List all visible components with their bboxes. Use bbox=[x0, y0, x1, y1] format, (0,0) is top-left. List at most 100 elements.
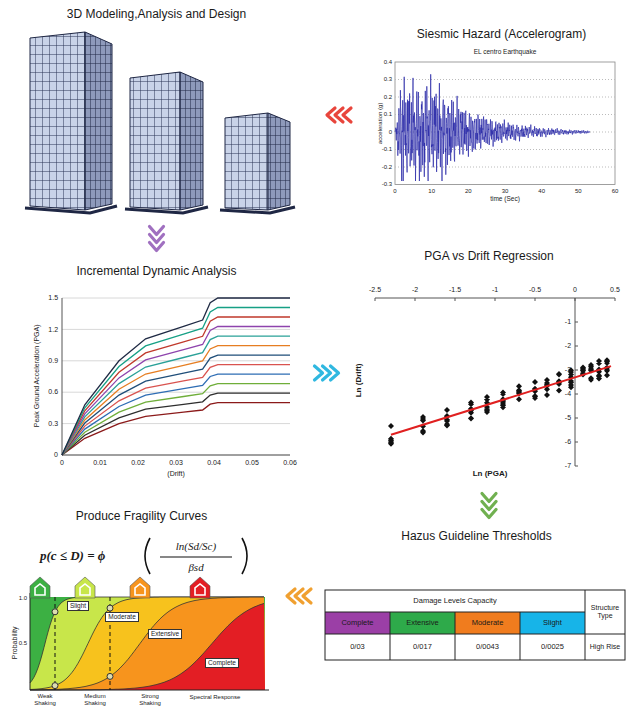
tick bbox=[575, 418, 578, 419]
chart-label: -1 bbox=[492, 286, 498, 294]
building-side bbox=[268, 113, 290, 210]
curve-point bbox=[107, 673, 113, 679]
chart-label: 0 bbox=[54, 451, 58, 459]
chevron-connector bbox=[327, 108, 351, 122]
chevron bbox=[482, 502, 496, 510]
tick bbox=[615, 298, 616, 301]
formula-parens bbox=[145, 538, 247, 574]
ida-curve bbox=[62, 308, 290, 456]
grid-line bbox=[395, 97, 615, 98]
threshold-table bbox=[325, 590, 625, 660]
chevron-connector bbox=[150, 227, 164, 251]
chart-label: -0.2 bbox=[382, 164, 392, 171]
chart-label: Strong Shaking bbox=[133, 693, 167, 706]
chart-label: 0.6 bbox=[48, 388, 58, 396]
chart-label: 0 bbox=[389, 129, 392, 136]
tick bbox=[455, 298, 456, 301]
regression-chart bbox=[375, 298, 615, 466]
building-base bbox=[25, 206, 295, 213]
chart-label: 0/0043 bbox=[476, 643, 499, 651]
building-front bbox=[30, 32, 85, 210]
chart-label: p(c ≤ D) = ϕ bbox=[40, 549, 105, 563]
chart-label: 0.2 bbox=[384, 94, 392, 101]
chart-label: 0.06 bbox=[283, 459, 297, 467]
chevron-connector bbox=[287, 589, 311, 603]
process-panel: Produce Fragility Curves bbox=[5, 507, 278, 710]
panel-title: 3D Modeling,Analysis and Design bbox=[5, 5, 308, 21]
tick bbox=[575, 442, 578, 443]
chart-label: 0 bbox=[393, 188, 396, 195]
grid-line bbox=[395, 114, 615, 115]
chart-label: Ln (PGA) bbox=[473, 470, 508, 479]
process-panel: 3D Modeling,Analysis and Design bbox=[5, 5, 308, 215]
axis-title: Probability bbox=[10, 627, 18, 660]
chevron bbox=[323, 366, 331, 380]
chart-label: -4 bbox=[565, 390, 571, 398]
chart-label: -1 bbox=[565, 318, 571, 326]
ida-curve bbox=[62, 317, 290, 455]
chart-label: Damage Levels Capacity bbox=[413, 597, 496, 605]
chevron bbox=[315, 366, 323, 380]
chevron bbox=[335, 108, 343, 122]
chart-label: Weak Shaking bbox=[28, 693, 62, 706]
ida-curve bbox=[62, 346, 290, 455]
axis-line bbox=[62, 298, 290, 455]
chevron bbox=[343, 108, 351, 122]
curve-point bbox=[107, 605, 113, 611]
tick bbox=[575, 346, 578, 347]
axis-line bbox=[30, 593, 269, 690]
chart-label: Medium Shaking bbox=[78, 693, 112, 706]
chart-label: 0.4 bbox=[384, 59, 392, 66]
grid-line bbox=[62, 423, 290, 424]
tick bbox=[375, 298, 376, 301]
chart-label: 0.02 bbox=[131, 459, 145, 467]
table-cell bbox=[325, 612, 390, 634]
chart-label: High Rise bbox=[586, 643, 624, 651]
fragility-curve bbox=[30, 597, 264, 690]
table-cell bbox=[520, 612, 585, 634]
plot-frame bbox=[395, 62, 615, 185]
chart-label: 0.3 bbox=[384, 76, 392, 83]
chart-label: -5 bbox=[565, 414, 571, 422]
chart-label: Spectral Response bbox=[190, 694, 241, 701]
chart-label: 0.01 bbox=[93, 459, 107, 467]
grid-line bbox=[62, 360, 290, 361]
tick bbox=[575, 394, 578, 395]
chart-label: 1.5 bbox=[48, 294, 58, 302]
chart-label: 1.0 bbox=[19, 595, 27, 602]
zone-fill bbox=[30, 597, 265, 690]
panel-title: Produce Fragility Curves bbox=[5, 507, 278, 523]
axis-title: acceleration (g) bbox=[378, 102, 385, 143]
chevron-connector bbox=[315, 366, 339, 380]
chevron bbox=[295, 589, 303, 603]
ida-chart bbox=[62, 298, 290, 455]
zone-fill bbox=[30, 597, 265, 690]
ida-curve bbox=[62, 298, 290, 455]
chevron bbox=[331, 366, 339, 380]
chart-label: (Drift) bbox=[167, 470, 185, 478]
tick bbox=[535, 298, 536, 301]
table-cell bbox=[390, 612, 455, 634]
fragility-chart bbox=[30, 577, 269, 690]
chart-label: 40 bbox=[538, 188, 545, 195]
chart-label: 30 bbox=[502, 188, 509, 195]
curve-label: Moderate bbox=[105, 612, 138, 621]
chart-label: -1.5 bbox=[449, 286, 461, 294]
chart-label: 0.5 bbox=[610, 286, 620, 294]
chart-label: 0.9 bbox=[48, 357, 58, 365]
chart-label: 0.3 bbox=[48, 420, 58, 428]
panel-title: Incremental Dynamic Analysis bbox=[5, 262, 308, 278]
curve-label: Slight bbox=[67, 601, 89, 610]
regression-line bbox=[391, 366, 611, 435]
accelerogram-chart bbox=[395, 62, 615, 185]
ida-curve bbox=[62, 374, 290, 455]
zone-fill bbox=[30, 597, 265, 690]
chevron bbox=[150, 235, 164, 243]
panel-title: PGA vs Drift Regression bbox=[345, 247, 629, 263]
chart-label: 20 bbox=[465, 188, 472, 195]
fraction-bar bbox=[160, 556, 232, 557]
zone-fill bbox=[30, 603, 265, 690]
tick bbox=[575, 298, 576, 301]
chart-label: -2.5 bbox=[369, 286, 381, 294]
